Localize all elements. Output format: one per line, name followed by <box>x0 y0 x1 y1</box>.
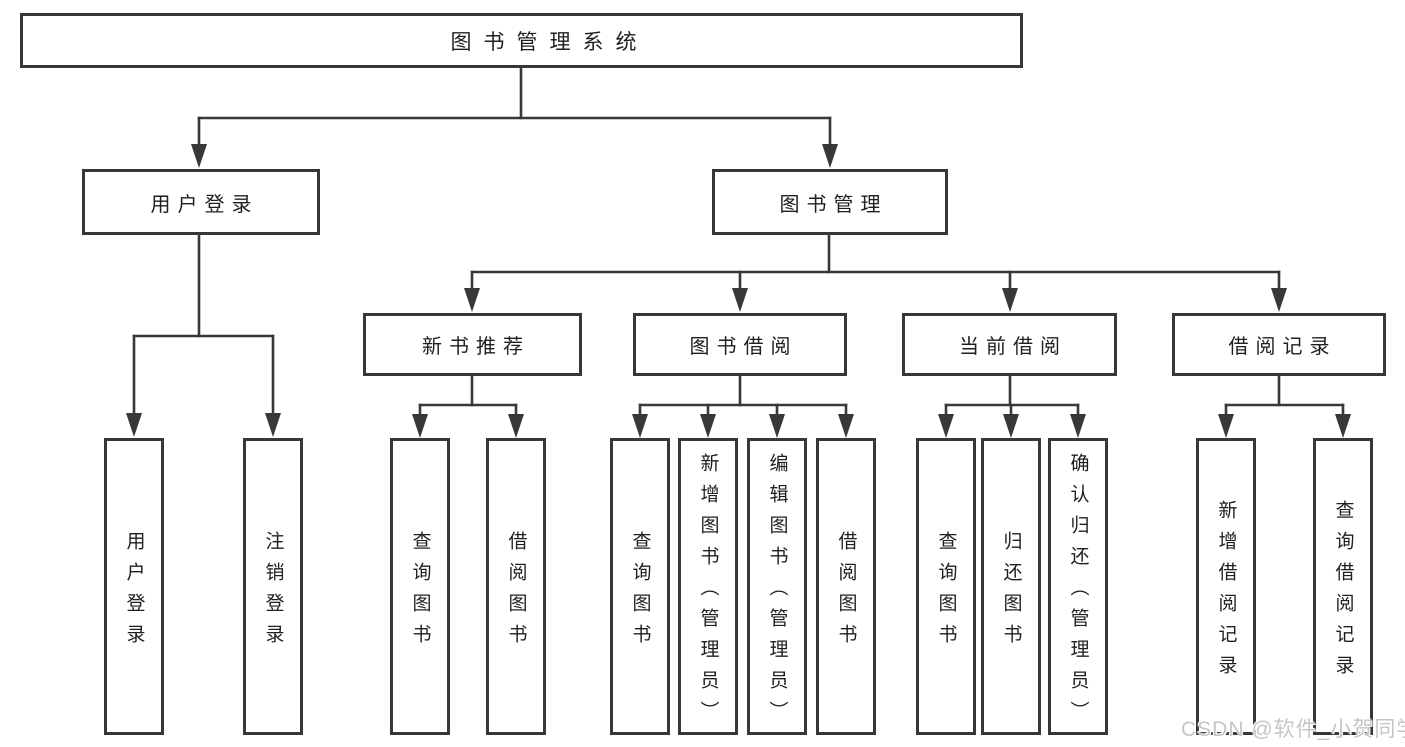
leaf-query-books-current-label: 查询图书 <box>935 530 957 655</box>
arrowhead <box>769 414 785 438</box>
arrowhead <box>938 414 954 438</box>
csdn-watermark: CSDN @软件_小贺同学 <box>1181 718 1405 741</box>
arrowhead <box>191 144 207 168</box>
leaf-query-borrow-record-label: 查询借阅记录 <box>1332 499 1354 686</box>
arrowhead <box>265 413 281 437</box>
arrowhead <box>508 414 524 438</box>
arrowhead <box>1070 414 1086 438</box>
leaf-add-books-admin-label: 新增图书（管理员） <box>697 453 719 732</box>
leaf-logout: 注销登录 <box>243 438 303 735</box>
arrowhead <box>1002 288 1018 312</box>
leaf-user-login-label: 用户登录 <box>123 530 145 655</box>
arrowhead <box>1218 414 1234 438</box>
arrowhead <box>412 414 428 438</box>
node-current-borrowing-label: 当前借阅 <box>959 336 1067 358</box>
arrowhead <box>126 413 142 437</box>
arrowhead <box>632 414 648 438</box>
leaf-query-books-borrowing: 查询图书 <box>610 438 670 735</box>
leaf-borrow-books-recommend: 借阅图书 <box>486 438 546 735</box>
node-book-borrowing-label: 图书借阅 <box>689 336 798 358</box>
arrowhead <box>464 288 480 312</box>
leaf-query-books-current: 查询图书 <box>916 438 976 735</box>
node-borrowing-records: 借阅记录 <box>1172 313 1386 376</box>
leaf-user-login: 用户登录 <box>104 438 164 735</box>
leaf-edit-books-admin: 编辑图书（管理员） <box>747 438 807 735</box>
node-book-management: 图书管理 <box>712 169 948 235</box>
arrowhead <box>838 414 854 438</box>
leaf-add-borrow-record-label: 新增借阅记录 <box>1215 499 1237 686</box>
node-user-login: 用户登录 <box>82 169 320 235</box>
leaf-query-books-recommend: 查询图书 <box>390 438 450 735</box>
arrowhead <box>1335 414 1351 438</box>
arrowhead <box>732 288 748 312</box>
node-book-borrowing: 图书借阅 <box>633 313 847 376</box>
node-book-management-label: 图书管理 <box>779 193 888 216</box>
node-user-login-label: 用户登录 <box>150 193 259 216</box>
leaf-add-borrow-record: 新增借阅记录 <box>1196 438 1256 735</box>
leaf-add-books-admin: 新增图书（管理员） <box>678 438 738 735</box>
leaf-confirm-return-admin-label: 确认归还（管理员） <box>1067 453 1089 732</box>
arrowhead <box>700 414 716 438</box>
node-new-book-recommend-label: 新书推荐 <box>422 336 530 358</box>
leaf-logout-label: 注销登录 <box>262 530 284 655</box>
leaf-borrow-books-recommend-label: 借阅图书 <box>505 530 527 655</box>
leaf-edit-books-admin-label: 编辑图书（管理员） <box>766 453 788 732</box>
node-borrowing-records-label: 借阅记录 <box>1228 336 1337 358</box>
leaf-return-books: 归还图书 <box>981 438 1041 735</box>
arrowhead <box>1003 414 1019 438</box>
leaf-confirm-return-admin: 确认归还（管理员） <box>1048 438 1108 735</box>
node-current-borrowing: 当前借阅 <box>902 313 1117 376</box>
arrowhead <box>1271 288 1287 312</box>
node-new-book-recommend: 新书推荐 <box>363 313 582 376</box>
node-root: 图书管理系统 <box>20 13 1023 68</box>
leaf-query-books-recommend-label: 查询图书 <box>409 530 431 655</box>
leaf-query-books-borrowing-label: 查询图书 <box>629 530 651 655</box>
leaf-borrow-books-borrowing: 借阅图书 <box>816 438 876 735</box>
arrowhead <box>822 144 838 168</box>
leaf-borrow-books-borrowing-label: 借阅图书 <box>835 530 857 655</box>
leaf-query-borrow-record: 查询借阅记录 <box>1313 438 1373 735</box>
leaf-return-books-label: 归还图书 <box>1000 530 1022 655</box>
node-root-label: 图书管理系统 <box>450 30 649 54</box>
